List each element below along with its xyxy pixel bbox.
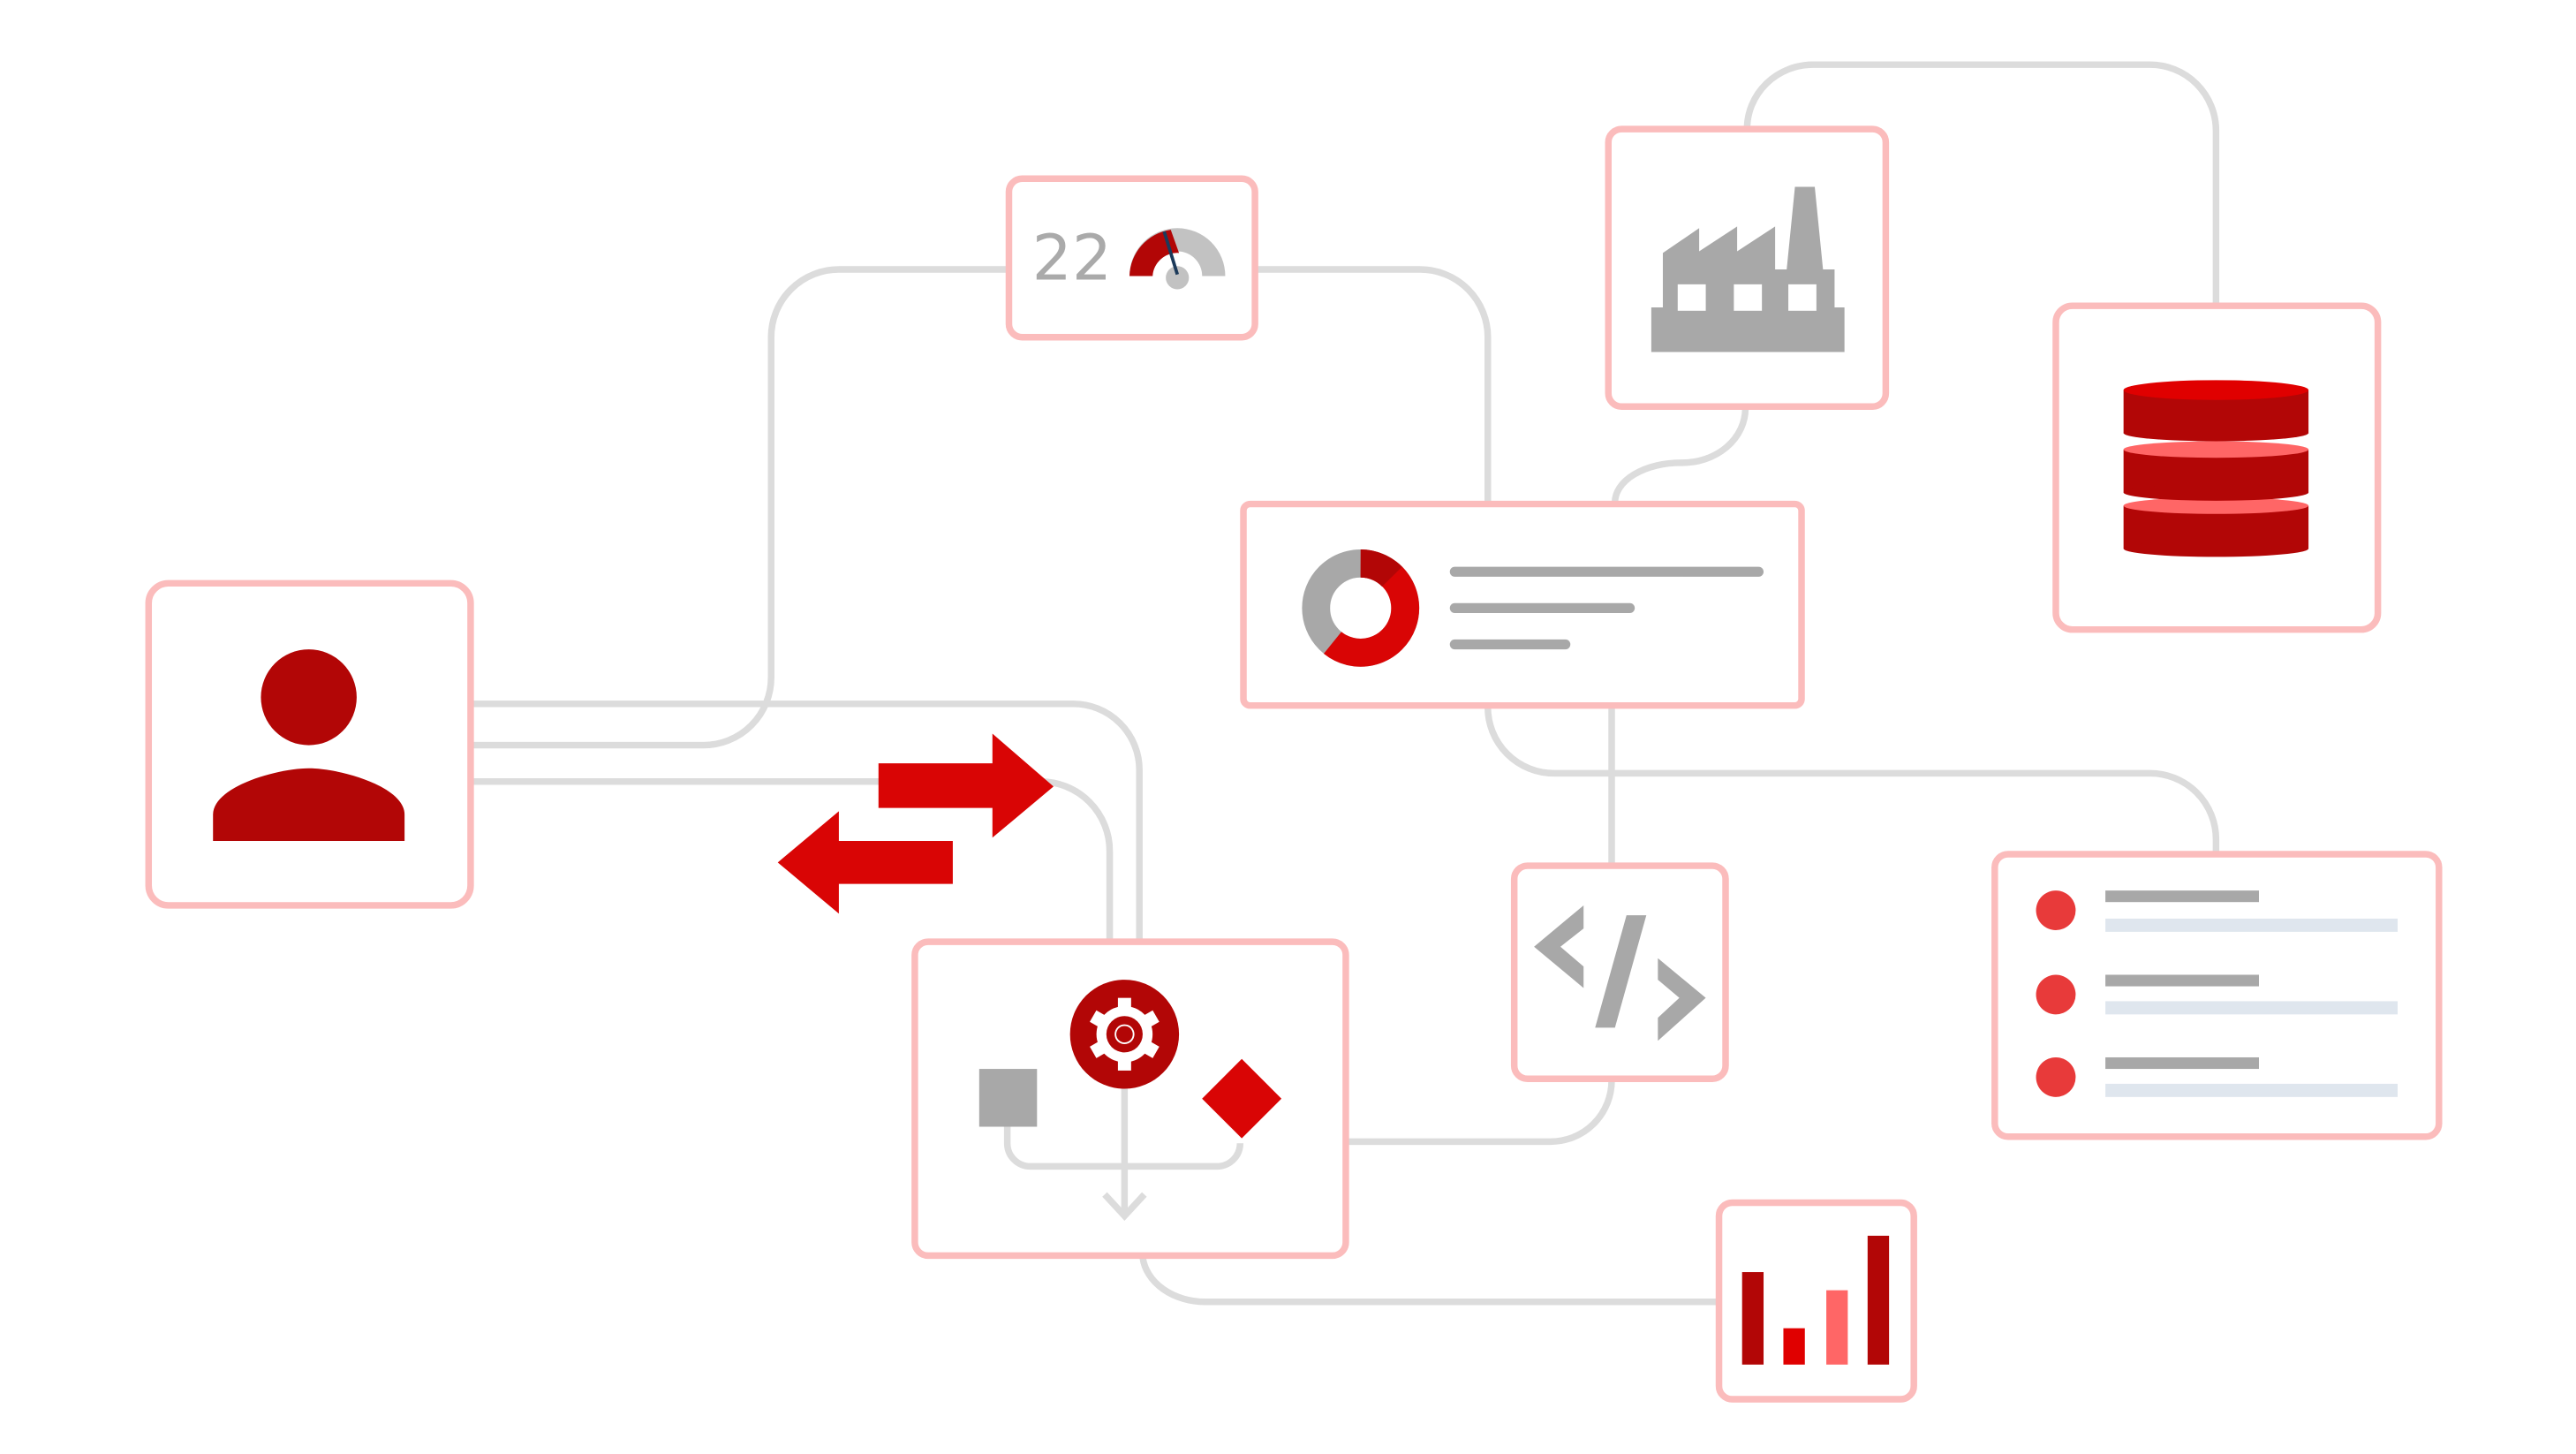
factory-card[interactable]	[1605, 125, 1890, 410]
connector-gear-barchart	[1139, 1256, 1718, 1306]
user-card[interactable]	[145, 579, 474, 909]
connector-code-gear	[1347, 1080, 1615, 1146]
code-icon	[1534, 905, 1706, 1041]
connector-factory-donut	[1611, 408, 1749, 503]
workflow-gear-icon	[978, 980, 1282, 1221]
connector-gauge-donut	[1255, 266, 1492, 503]
workflow-card[interactable]	[911, 938, 1349, 1260]
connector-user-gear-1	[470, 700, 1143, 941]
database-icon	[2123, 380, 2309, 557]
factory-icon	[1651, 186, 1845, 352]
code-card[interactable]	[1510, 862, 1729, 1083]
list-card[interactable]	[1991, 851, 2443, 1140]
connector-gauge-user	[470, 266, 1009, 749]
exchange-arrows-icon	[777, 733, 1054, 914]
connectors	[470, 61, 2220, 1306]
connector-factory-database	[1743, 61, 2220, 307]
bar-chart-card[interactable]	[1715, 1199, 1917, 1403]
gauge-card[interactable]: 22	[1005, 175, 1258, 341]
user-icon	[213, 649, 405, 842]
gauge-value: 22	[1032, 221, 1112, 294]
donut-chart-icon	[1302, 549, 1420, 667]
donut-summary-card[interactable]	[1240, 500, 1805, 709]
text-lines	[1449, 566, 1764, 650]
database-card[interactable]	[2052, 302, 2382, 633]
list-icon	[2036, 890, 2398, 1097]
bar-chart-icon	[1741, 1235, 1890, 1365]
connector-donut-list	[1484, 707, 2220, 853]
connector-user-gear-2	[470, 777, 1114, 941]
gauge-icon	[1129, 228, 1226, 290]
